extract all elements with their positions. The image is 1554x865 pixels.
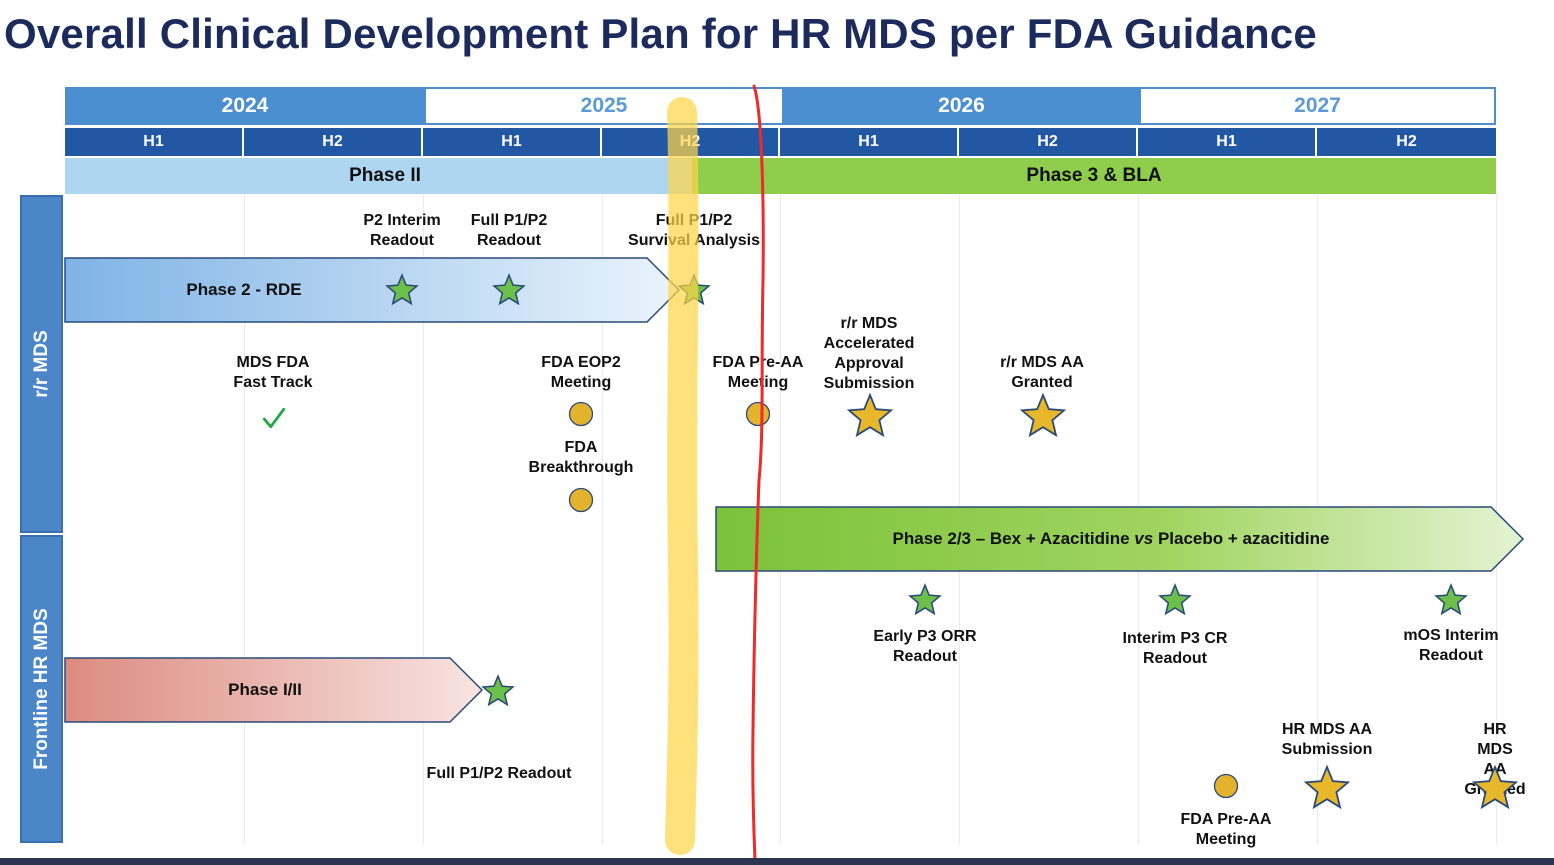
year-2024: 2024 (65, 87, 425, 125)
label-mos-interim: mOS Interim Readout (1403, 627, 1499, 664)
page-title: Overall Clinical Development Plan for HR… (4, 10, 1317, 57)
label-breakthrough: FDA Breakthrough (528, 439, 634, 476)
label-interim-p3-cr: Interim P3 CR Readout (1122, 630, 1228, 667)
green-star-icon (385, 273, 419, 306)
label-pre-aa-meeting-hr: FDA Pre-AA Meeting (1180, 811, 1272, 848)
label-rr-aa-submission: r/r MDS Accelerated Approval Submission (823, 315, 915, 392)
grid-line (602, 194, 603, 844)
gold-star-icon (1303, 764, 1351, 810)
label-eop2-meeting: FDA EOP2 Meeting (541, 354, 621, 391)
phase23-bar (715, 506, 1525, 572)
green-star-icon (908, 583, 942, 616)
label-pre-aa-meeting-rr: FDA Pre-AA Meeting (712, 354, 804, 391)
year-2027: 2027 (1139, 87, 1496, 125)
phase2-rde-label: Phase 2 - RDE (186, 280, 302, 299)
gold-star-icon (1471, 764, 1519, 810)
gold-circle-icon (1213, 773, 1239, 799)
phase-band-phase-3-bla: Phase 3 & BLA (692, 158, 1496, 194)
phase23-label: Phase 2/3 – Bex + Azacitidine vs Placebo… (892, 529, 1330, 548)
row-label-frontline-hr-mds: Frontline HR MDS (20, 535, 63, 843)
grid-line (423, 194, 424, 844)
half-h1-2025: H1 (423, 128, 602, 156)
gold-circle-icon (568, 401, 594, 427)
label-early-p3-orr: Early P3 ORR Readout (873, 628, 977, 665)
half-h2-2024: H2 (244, 128, 423, 156)
half-h1-2024: H1 (65, 128, 244, 156)
gold-star-icon (1019, 392, 1067, 438)
label-p2-interim-readout: P2 Interim Readout (363, 212, 441, 249)
label-hr-aa-submission: HR MDS AA Submission (1281, 721, 1373, 758)
label-survival-analysis: Full P1/P2 Survival Analysis (628, 212, 760, 249)
label-fast-track: MDS FDA Fast Track (233, 354, 313, 391)
footer-bar (0, 858, 1554, 865)
gold-circle-icon (745, 401, 771, 427)
grid-line (244, 194, 245, 844)
row-label-rr-mds: r/r MDS (20, 195, 63, 533)
half-h1-2027: H1 (1138, 128, 1317, 156)
year-2026: 2026 (783, 87, 1140, 125)
label-full-p1p2-readout: Full P1/P2 Readout (470, 212, 548, 249)
label-rr-aa-granted: r/r MDS AA Granted (1000, 354, 1084, 391)
checkmark-icon (262, 407, 286, 429)
phase-band-phase-ii: Phase II (65, 158, 705, 194)
green-star-icon (492, 273, 526, 306)
phase2-rde-bar (64, 257, 681, 323)
green-star-icon (481, 674, 515, 707)
gold-star-icon (846, 392, 894, 438)
phase12-label: Phase I/II (228, 680, 302, 699)
gold-circle-icon (568, 487, 594, 513)
green-star-icon (1434, 583, 1468, 616)
label-full-p1p2-frontline: Full P1/P2 Readout (426, 765, 572, 782)
green-star-icon (677, 273, 711, 306)
half-h1-2026: H1 (780, 128, 959, 156)
half-h2-2026: H2 (959, 128, 1138, 156)
phase12-bar (64, 657, 484, 723)
green-star-icon (1158, 583, 1192, 616)
half-h2-2027: H2 (1317, 128, 1496, 156)
